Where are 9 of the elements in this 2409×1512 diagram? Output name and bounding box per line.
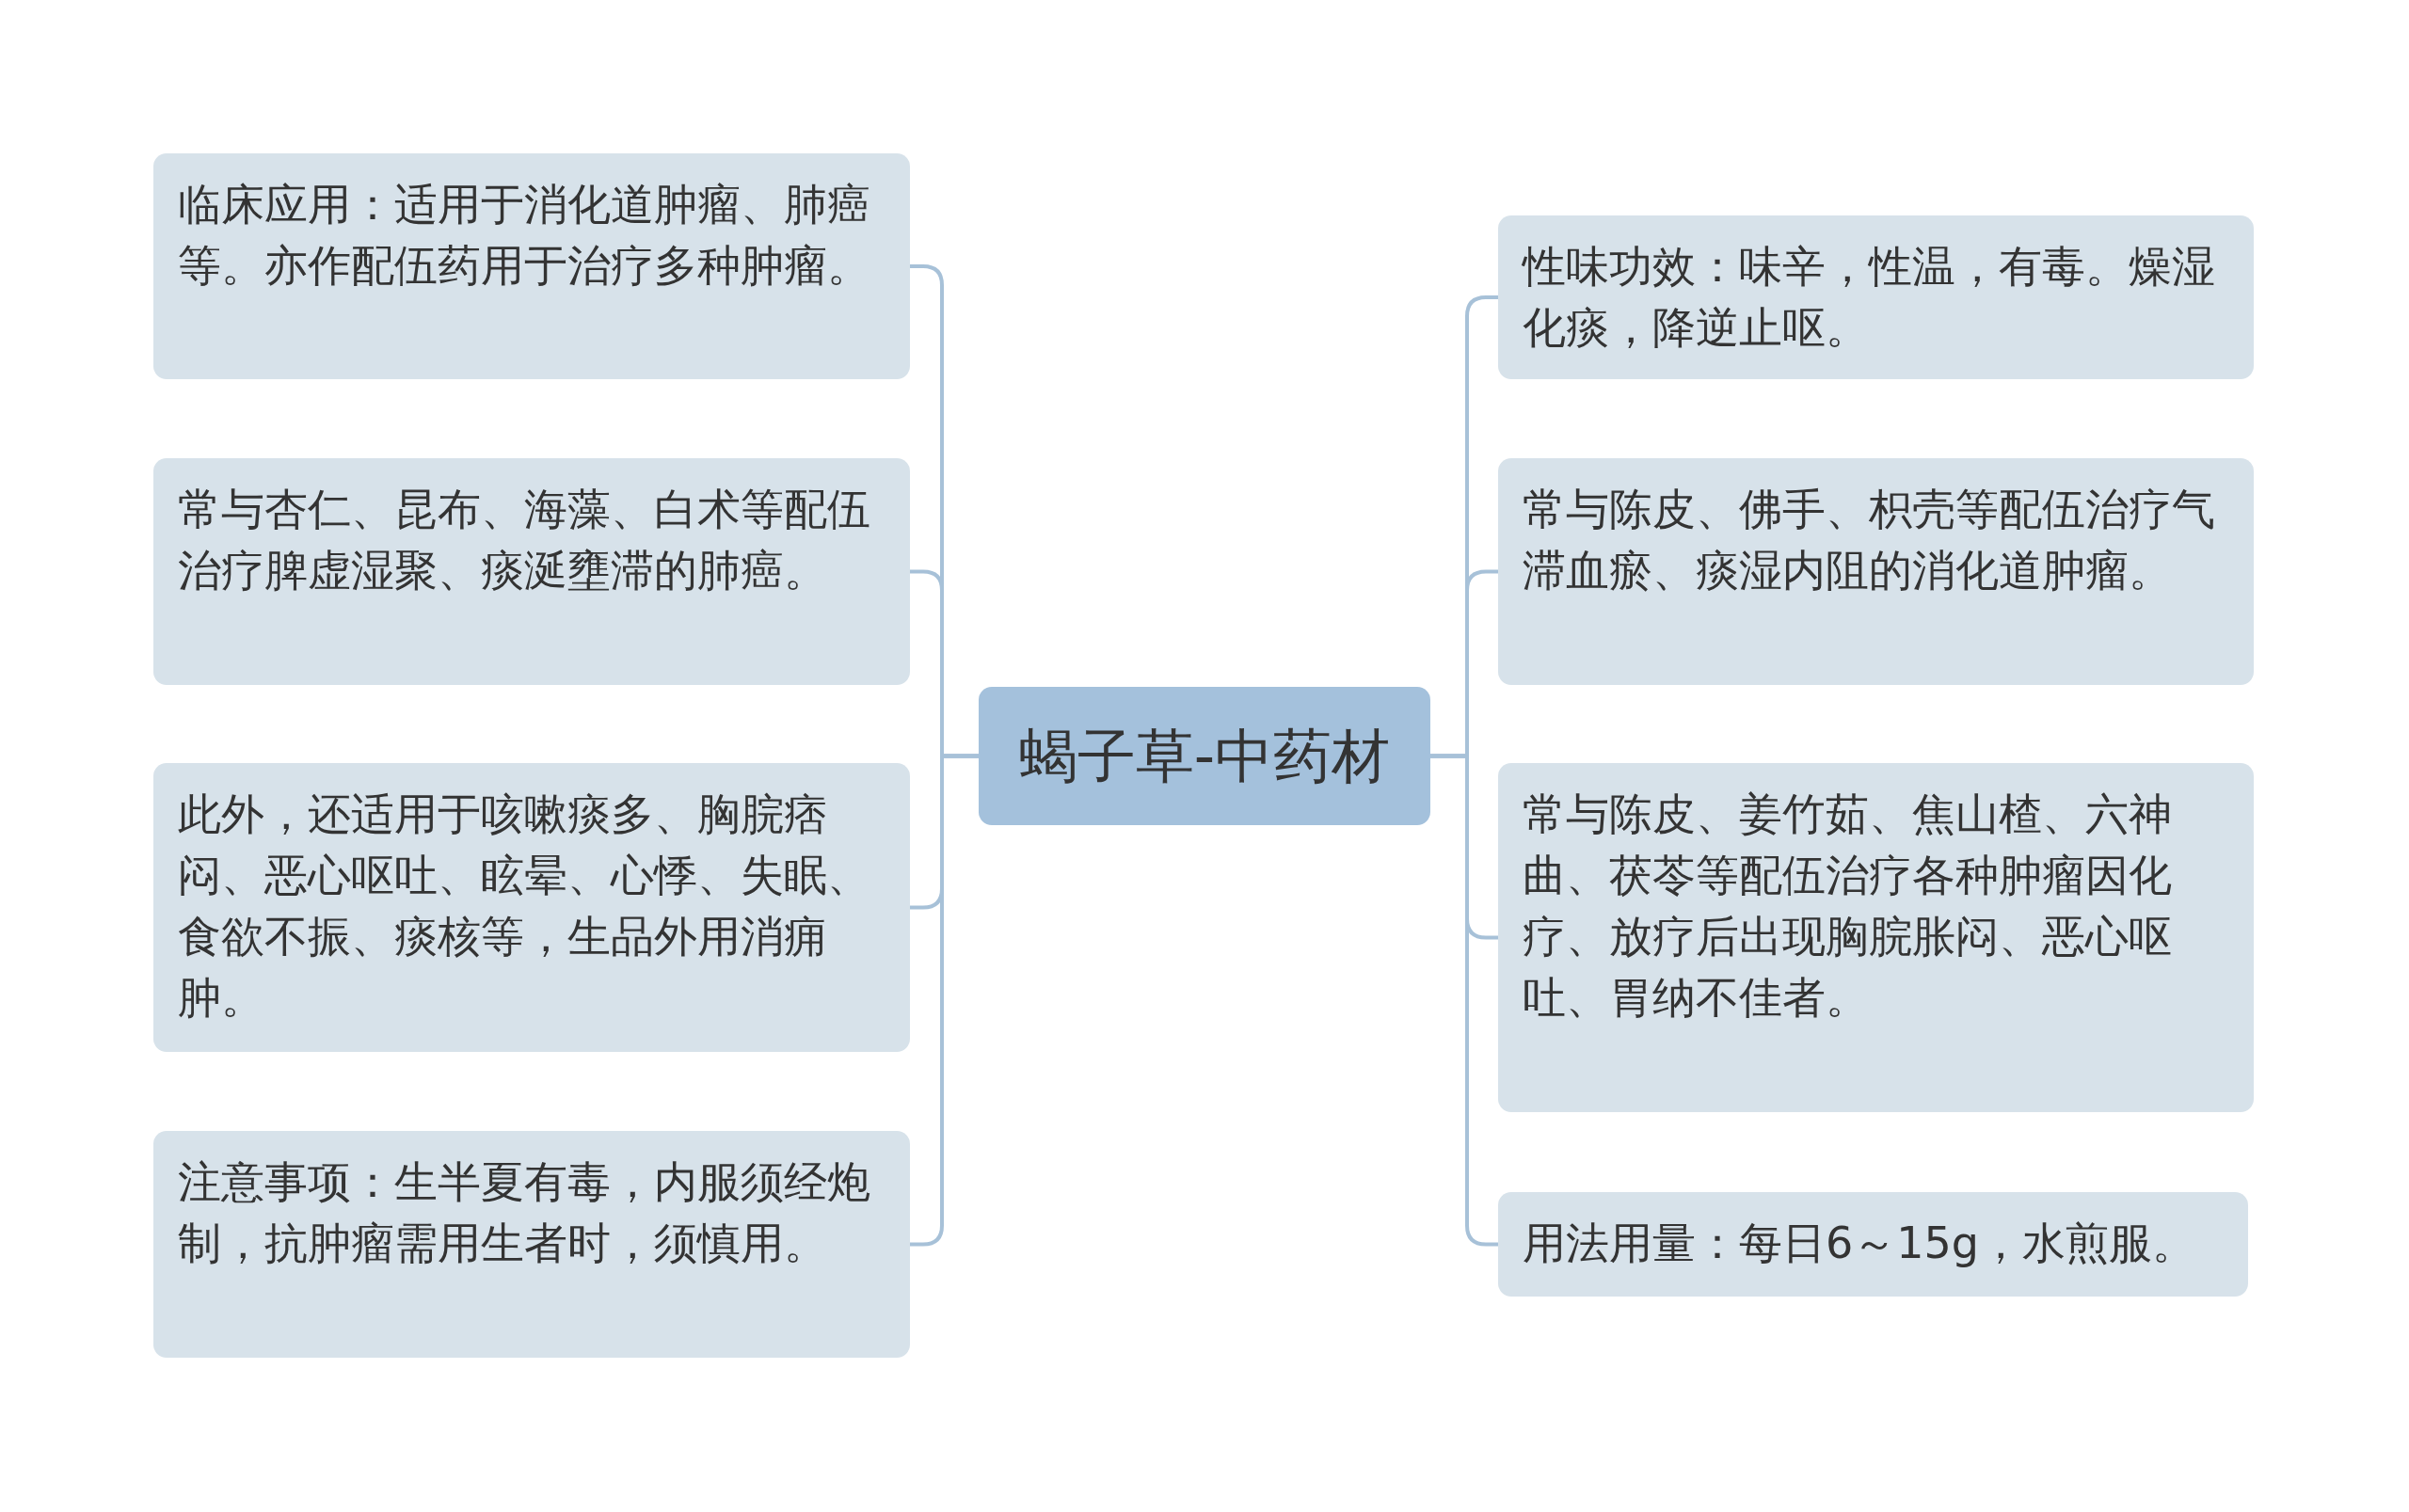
topic-box: 性味功效：味辛，性温，有毒。燥湿化痰，降逆止呕。 — [1498, 215, 2254, 379]
topic-box: 常与陈皮、姜竹茹、焦山楂、六神曲、茯苓等配伍治疗各种肿瘤因化疗、放疗后出现胸脘胀闷、恶心呕吐、胃纳不佳者。 — [1498, 763, 2254, 1112]
topic-box: 此外，还适用于咳嗽痰多、胸脘痞闷、恶心呕吐、眩晕、心悸、失眠、食欲不振、痰核等，生品外用消痈肿。 — [153, 763, 910, 1052]
topic-box: 常与杏仁、昆布、海藻、白术等配伍治疗脾虚湿聚、痰涎壅滞的肺癌。 — [153, 458, 910, 685]
topic-box: 注意事项：生半夏有毒，内服须经炮制，抗肿瘤需用生者时，须慎用。 — [153, 1131, 910, 1358]
topic-box: 常与陈皮、佛手、枳壳等配伍治疗气滞血瘀、痰湿内阻的消化道肿瘤。 — [1498, 458, 2254, 685]
topic-box: 用法用量：每日6～15g，水煎服。 — [1498, 1192, 2248, 1297]
central-topic-box: 蝎子草-中药材 — [979, 687, 1430, 825]
topic-box: 临床应用：适用于消化道肿瘤、肺癌等。亦作配伍药用于治疗多种肿瘤。 — [153, 153, 910, 379]
